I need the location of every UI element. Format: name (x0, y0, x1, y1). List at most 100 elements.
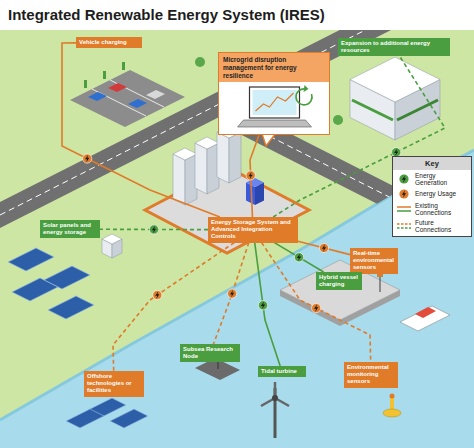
node-text: Expansion to additional energy resources (341, 40, 447, 54)
legend-row: Energy Generation (393, 170, 471, 187)
control-cabinet (246, 178, 264, 187)
battery-cabinet (229, 132, 241, 183)
legend-sample (396, 204, 412, 214)
bolt-symbol (261, 301, 265, 309)
buoy-light (390, 394, 395, 399)
energy-icon-circle (246, 171, 255, 180)
offshore-panel (66, 409, 104, 428)
solar-panel (12, 278, 58, 301)
charging-post (103, 71, 106, 79)
laptop-illustration (219, 82, 329, 134)
bolt-symbol (314, 304, 318, 312)
energy-icon-circle (83, 154, 92, 163)
diagram-title: Integrated Renewable Energy System (IRES… (8, 6, 325, 23)
energy-icon (246, 171, 255, 180)
energy-icon-circle (227, 289, 236, 298)
water (0, 150, 474, 448)
screen-chart (256, 93, 294, 111)
legend-box: KeyEnergy GenerationEnergy UsageExisting… (392, 156, 472, 237)
energy-icon-circle (153, 290, 162, 299)
node-text: Tidal turbine (261, 368, 303, 375)
line-sample (397, 223, 411, 225)
bolt-symbol (85, 155, 89, 163)
legend-swatch (399, 174, 408, 183)
energy-icon-circle (319, 243, 328, 252)
building-band (352, 100, 393, 120)
battery-cabinet (173, 148, 197, 160)
laptop-base (238, 120, 312, 127)
usage-label: Offshore technologies or facilities (84, 371, 144, 397)
tree (195, 57, 205, 67)
energy-icon (83, 154, 92, 163)
legend-text: Energy Generation (415, 172, 468, 186)
connector-line (100, 228, 208, 230)
energy-icon (294, 253, 303, 262)
callout-box: Microgrid disruption management for ener… (218, 52, 330, 135)
storage-container (102, 234, 122, 244)
connector-line (213, 243, 248, 344)
node-text: Subsea Research Node (183, 346, 237, 360)
usage-label: Vehicle charging (76, 37, 142, 48)
legend-row: Energy Usage (393, 187, 471, 200)
usage-label: Real-time environmental sensors (350, 248, 398, 274)
connector-line (255, 243, 280, 366)
generation-label: Hybrid vessel charging (316, 272, 362, 290)
roads (0, 0, 474, 253)
legend-row: Future Connections (393, 217, 471, 234)
screen-display (253, 90, 297, 115)
node-text: Hybrid vessel charging (319, 274, 359, 288)
legend-sample (396, 189, 412, 199)
energy-icon-circle (149, 225, 158, 234)
node-text: Solar panels and energy storage (43, 222, 97, 236)
legend-text: Energy Usage (415, 190, 456, 197)
car (108, 83, 127, 92)
hub-label: Energy Storage System and Advanced Integ… (208, 217, 298, 243)
parking-lot (70, 70, 185, 127)
solar-panel (8, 248, 54, 271)
energy-icon-circle (312, 303, 321, 312)
generation-label: Solar panels and energy storage (40, 220, 100, 238)
usage-label: Environmental monitoring sensors (344, 362, 398, 388)
node-text: Real-time environmental sensors (353, 250, 395, 272)
turbine-hub (272, 395, 278, 401)
legend-sample (396, 221, 412, 231)
legend-text: Future Connections (415, 219, 468, 233)
node-text: Offshore technologies or facilities (87, 373, 141, 395)
battery-cabinet (195, 137, 219, 149)
legend-swatch (399, 189, 408, 198)
node-text: Vehicle charging (79, 39, 139, 46)
car (146, 90, 165, 99)
bolt-symbol (155, 291, 159, 299)
battery-cabinet (173, 154, 185, 205)
charging-post (84, 80, 87, 88)
bolt-symbol (402, 175, 406, 183)
buoy (383, 409, 401, 417)
building (350, 57, 440, 102)
generation-label: Expansion to additional energy resources (338, 38, 450, 56)
charging-post (122, 62, 125, 70)
battery-cabinet (217, 132, 229, 183)
bolt-symbol (297, 253, 301, 261)
node-text: Environmental monitoring sensors (347, 364, 395, 386)
bolt-symbol (322, 244, 326, 252)
offshore-panel (110, 409, 148, 428)
connector-line (274, 243, 323, 272)
tree (333, 115, 343, 125)
refresh-head (304, 85, 309, 92)
battery-cabinet (195, 143, 207, 194)
vessel-cabin (415, 307, 436, 318)
energy-icon (312, 303, 321, 312)
connector-line (298, 241, 350, 254)
bolt-symbol (230, 290, 234, 298)
connector-line (250, 135, 259, 217)
car (88, 92, 107, 101)
energy-icon-circle (258, 301, 267, 310)
legend-heading: Key (393, 157, 471, 170)
solar-panel (48, 296, 94, 319)
line-sample (397, 210, 411, 212)
energy-icon (319, 243, 328, 252)
energy-icon-circle (294, 253, 303, 262)
connector-line (62, 43, 220, 217)
